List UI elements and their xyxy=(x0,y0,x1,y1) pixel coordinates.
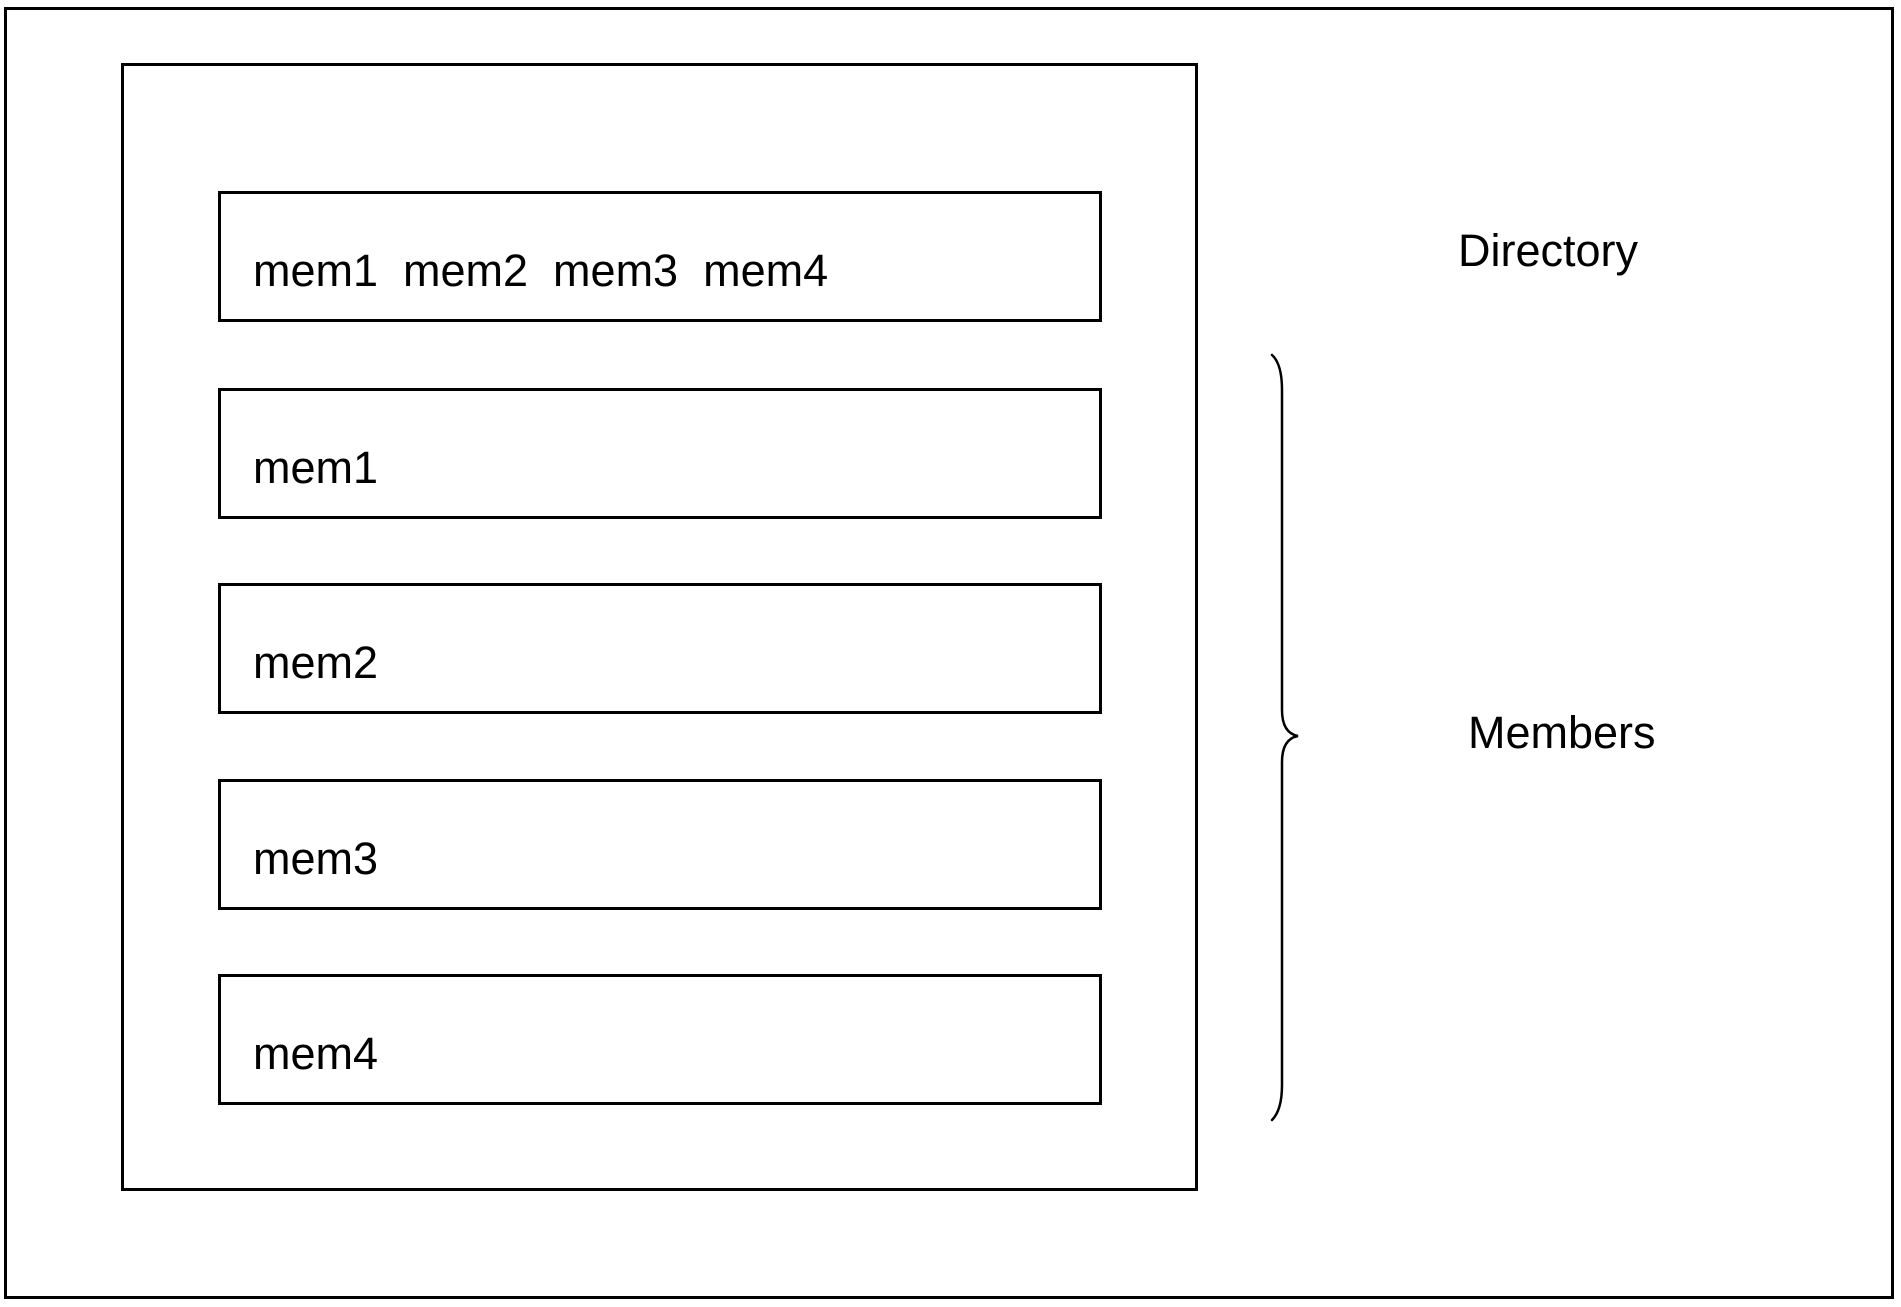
member-box-mem1: mem1 xyxy=(218,388,1102,519)
directory-label: Directory xyxy=(1458,225,1639,276)
member-box-label: mem3 xyxy=(253,833,379,884)
member-box-mem2: mem2 xyxy=(218,583,1102,714)
member-box-label: mem1 xyxy=(253,442,379,493)
directory-box-text: mem1 mem2 mem3 mem4 xyxy=(253,245,829,296)
member-box-label: mem2 xyxy=(253,637,379,688)
library-container xyxy=(121,63,1198,1191)
members-brace-icon xyxy=(1270,353,1299,1122)
directory-box: mem1 mem2 mem3 mem4 xyxy=(218,191,1102,322)
member-box-mem4: mem4 xyxy=(218,974,1102,1105)
outer-frame xyxy=(4,7,1894,1299)
members-label: Members xyxy=(1468,707,1656,758)
member-box-mem3: mem3 xyxy=(218,779,1102,910)
member-box-label: mem4 xyxy=(253,1028,379,1079)
